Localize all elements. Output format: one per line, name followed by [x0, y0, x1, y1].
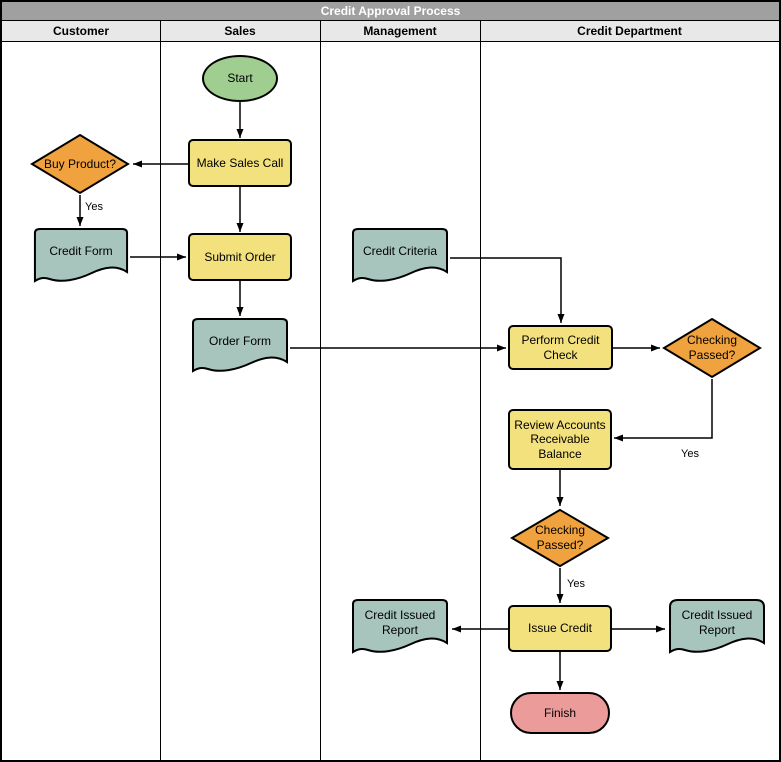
pool-title-bar: Credit Approval Process: [2, 2, 779, 21]
lane-divider: [320, 21, 321, 760]
node-perform-credit-check[interactable]: Perform Credit Check: [508, 325, 613, 370]
pool-title: Credit Approval Process: [320, 4, 461, 18]
node-make-sales-call[interactable]: Make Sales Call: [188, 139, 292, 187]
document-shape: [190, 317, 290, 374]
document-shape: [667, 598, 767, 655]
node-credit-issued-report-left-document[interactable]: Credit Issued Report: [350, 598, 450, 655]
node-label: Credit Criteria: [362, 244, 437, 259]
document-shape: [32, 227, 130, 284]
lane-header-label: Sales: [224, 24, 256, 38]
document-shape: [350, 598, 450, 655]
node-credit-criteria-document[interactable]: Credit Criteria: [350, 227, 450, 284]
node-label: Start: [227, 71, 253, 86]
node-label: Issue Credit: [527, 621, 593, 636]
node-issue-credit[interactable]: Issue Credit: [508, 605, 612, 652]
node-label: Perform Credit Check: [521, 332, 600, 362]
node-label: Review Accounts Receivable Balance: [514, 417, 606, 461]
node-label: Finish: [543, 705, 576, 720]
node-start[interactable]: Start: [202, 55, 278, 102]
diamond-shape: [510, 508, 610, 568]
node-checking-passed-2-decision[interactable]: Checking Passed?: [510, 508, 610, 568]
node-checking-passed-1-decision[interactable]: Checking Passed?: [662, 317, 762, 379]
node-credit-issued-report-right-document[interactable]: Credit Issued Report: [667, 598, 767, 655]
lane-header-credit-department: Credit Department: [480, 21, 779, 42]
node-submit-order[interactable]: Submit Order: [188, 233, 292, 281]
node-label: Submit Order: [204, 249, 276, 264]
node-label: Credit Form: [49, 244, 113, 259]
lane-divider: [480, 21, 481, 760]
node-finish[interactable]: Finish: [510, 692, 610, 734]
lane-header-label: Customer: [52, 24, 109, 38]
document-shape: [350, 227, 450, 284]
lane-header-sales: Sales: [160, 21, 320, 42]
node-label: Credit Issued Report: [681, 607, 753, 637]
node-buy-product-decision[interactable]: Buy Product?: [30, 133, 130, 195]
node-label: Credit Issued Report: [364, 607, 436, 637]
node-label: Order Form: [208, 334, 271, 349]
node-label: Checking Passed?: [534, 523, 586, 552]
edge-label-yes: Yes: [567, 578, 585, 590]
lane-divider: [160, 21, 161, 760]
lane-header-customer: Customer: [2, 21, 160, 42]
lane-header-label: Management: [363, 24, 437, 38]
node-order-form-document[interactable]: Order Form: [190, 317, 290, 374]
diamond-shape: [662, 317, 762, 379]
node-label: Buy Product?: [43, 156, 117, 171]
node-label: Checking Passed?: [686, 333, 738, 362]
diamond-shape: [30, 133, 130, 195]
node-credit-form-document[interactable]: Credit Form: [32, 227, 130, 284]
edge-label-yes: Yes: [681, 448, 699, 460]
lane-header-label: Credit Department: [577, 24, 682, 38]
node-review-accounts-receivable-balance[interactable]: Review Accounts Receivable Balance: [508, 409, 612, 470]
edge-checking-passed-1-to-review-accounts: [614, 379, 713, 442]
edge-label-yes: Yes: [85, 201, 103, 213]
edge-credit-criteria-to-perform-credit-check: [450, 257, 565, 323]
lane-header-management: Management: [320, 21, 480, 42]
node-label: Make Sales Call: [196, 155, 284, 170]
